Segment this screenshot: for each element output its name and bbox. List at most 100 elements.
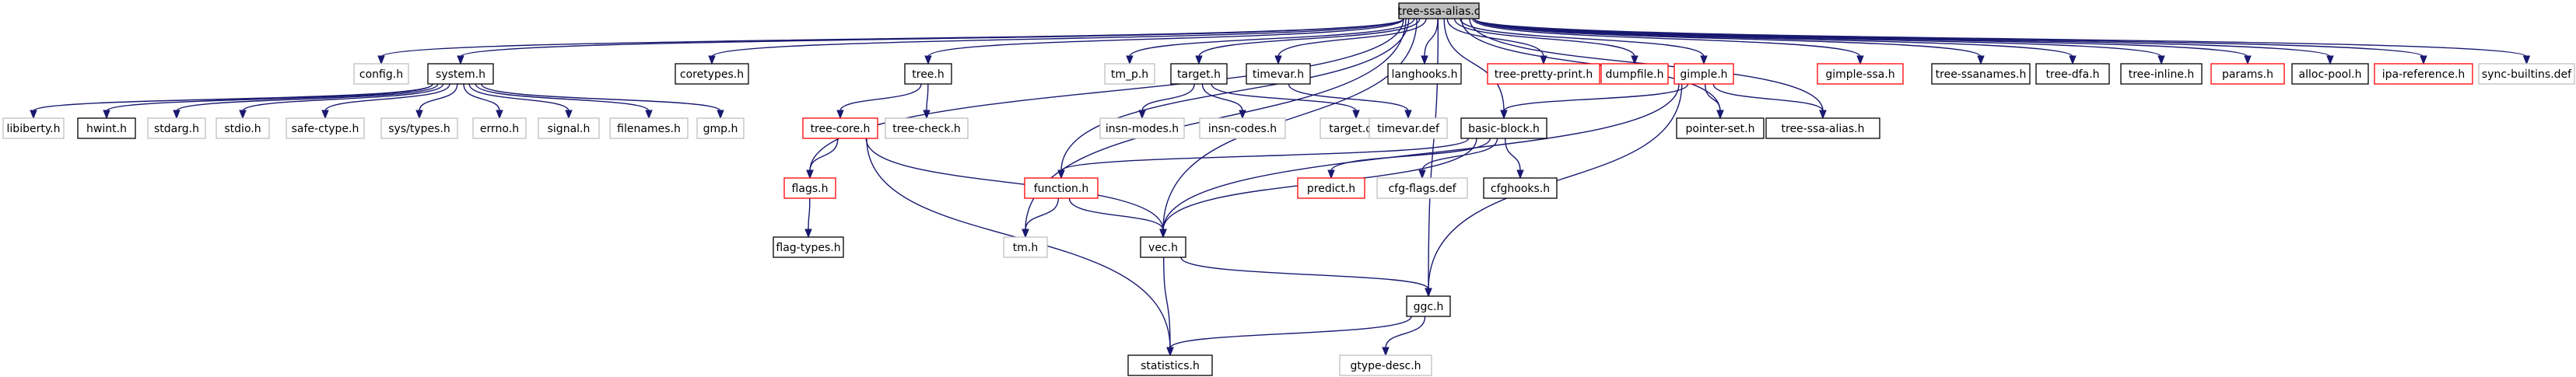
node-box-predict xyxy=(1297,177,1365,199)
node-label-ssaalias: tree-ssa-alias.h xyxy=(1782,123,1865,135)
node-flags[interactable]: flags.h xyxy=(783,177,836,199)
edge-arrowhead-timevarh-to-timevardef xyxy=(1404,110,1412,120)
node-prettyprint[interactable]: tree-pretty-print.h xyxy=(1487,63,1600,85)
node-box-gimple xyxy=(1674,63,1734,85)
node-allocpool[interactable]: alloc-pool.h xyxy=(2291,63,2369,85)
node-tree[interactable]: tree.h xyxy=(904,63,952,85)
node-syncbuiltins[interactable]: sync-builtins.def xyxy=(2478,63,2575,85)
node-signal[interactable]: signal.h xyxy=(538,117,600,139)
edge-flags-to-flagtypes xyxy=(808,197,811,231)
node-basicblock[interactable]: basic-block.h xyxy=(1460,117,1547,139)
node-label-treecheck: tree-check.h xyxy=(892,123,961,135)
node-label-stdio: stdio.h xyxy=(224,123,261,135)
node-vec[interactable]: vec.h xyxy=(1140,236,1186,258)
edge-target-to-insnmodes xyxy=(1141,83,1195,112)
node-box-cfghooks xyxy=(1483,177,1558,199)
edge-arrowhead-system-to-systypes xyxy=(415,110,423,120)
node-box-coretypes xyxy=(675,63,749,85)
edge-root-to-dfa xyxy=(1474,18,2073,58)
edge-root-to-prettyprint xyxy=(1446,18,1544,58)
edge-system-to-errno xyxy=(463,83,500,112)
node-hwint[interactable]: hwint.h xyxy=(77,117,136,139)
node-ssanames[interactable]: tree-ssanames.h xyxy=(1931,63,2031,85)
node-systypes[interactable]: sys/types.h xyxy=(380,117,458,139)
edge-basicblock-to-predict xyxy=(1330,138,1491,172)
node-params[interactable]: params.h xyxy=(2210,63,2285,85)
node-function[interactable]: function.h xyxy=(1024,177,1099,199)
node-config[interactable]: config.h xyxy=(353,63,409,85)
node-box-gtypedesc xyxy=(1339,354,1432,376)
node-box-systypes xyxy=(380,117,458,139)
node-box-errno xyxy=(472,117,527,139)
node-cfgflags[interactable]: cfg-flags.def xyxy=(1376,177,1468,199)
node-ssaalias[interactable]: tree-ssa-alias.h xyxy=(1765,117,1880,139)
node-label-system: system.h xyxy=(436,68,485,81)
node-box-tmp xyxy=(1104,63,1155,85)
node-target[interactable]: target.h xyxy=(1170,63,1228,85)
node-label-tmp: tm_p.h xyxy=(1111,68,1148,81)
node-pointerset[interactable]: pointer-set.h xyxy=(1676,117,1765,139)
node-flagtypes[interactable]: flag-types.h xyxy=(773,236,844,258)
edge-arrowhead-system-to-stdarg xyxy=(173,110,180,120)
edge-target-to-insncodes xyxy=(1201,83,1243,112)
node-treecheck[interactable]: tree-check.h xyxy=(885,117,969,139)
node-cfghooks[interactable]: cfghooks.h xyxy=(1483,177,1558,199)
edge-root-to-coretypes xyxy=(711,18,1404,58)
node-dfa[interactable]: tree-dfa.h xyxy=(2035,63,2110,85)
node-system[interactable]: system.h xyxy=(427,63,494,85)
edge-arrowhead-function-to-vec xyxy=(1159,229,1167,239)
edge-arrowhead-system-to-filenames xyxy=(645,110,653,120)
node-gtypedesc[interactable]: gtype-desc.h xyxy=(1339,354,1432,376)
node-ggc[interactable]: ggc.h xyxy=(1406,295,1451,317)
node-stdarg[interactable]: stdarg.h xyxy=(147,117,206,139)
node-label-ipareference: ipa-reference.h xyxy=(2382,68,2466,81)
node-coretypes[interactable]: coretypes.h xyxy=(675,63,749,85)
node-box-dumpfile xyxy=(1600,63,1669,85)
node-tm[interactable]: tm.h xyxy=(1003,236,1048,258)
node-gimplessa[interactable]: gimple-ssa.h xyxy=(1817,63,1904,85)
node-tmp[interactable]: tm_p.h xyxy=(1104,63,1155,85)
node-statistics[interactable]: statistics.h xyxy=(1127,354,1213,376)
edge-root-to-timevarh xyxy=(1277,18,1427,58)
node-insncodes[interactable]: insn-codes.h xyxy=(1199,117,1286,139)
node-insnmodes[interactable]: insn-modes.h xyxy=(1099,117,1185,139)
node-langhooks[interactable]: langhooks.h xyxy=(1387,63,1462,85)
edge-arrowhead-root-to-ipareference xyxy=(2420,55,2427,65)
node-predict[interactable]: predict.h xyxy=(1297,177,1365,199)
node-box-function xyxy=(1024,177,1099,199)
node-box-treecheck xyxy=(885,117,969,139)
node-inline[interactable]: tree-inline.h xyxy=(2120,63,2203,85)
node-timevardef[interactable]: timevar.def xyxy=(1369,117,1448,139)
node-timevarh[interactable]: timevar.h xyxy=(1246,63,1311,85)
node-root[interactable]: tree-ssa-alias.c xyxy=(1398,2,1481,19)
edge-arrowhead-root-to-tree xyxy=(924,55,932,65)
node-box-system xyxy=(427,63,494,85)
node-box-flagtypes xyxy=(773,236,844,258)
node-box-signal xyxy=(538,117,600,139)
node-errno[interactable]: errno.h xyxy=(472,117,527,139)
node-box-stdarg xyxy=(147,117,206,139)
edge-arrowhead-root-to-inline xyxy=(2157,55,2165,65)
node-box-langhooks xyxy=(1387,63,1462,85)
node-gmp[interactable]: gmp.h xyxy=(696,117,745,139)
edge-system-to-systypes xyxy=(419,83,458,112)
node-label-stdarg: stdarg.h xyxy=(154,123,199,135)
node-filenames[interactable]: filenames.h xyxy=(609,117,689,139)
node-box-tm xyxy=(1003,236,1048,258)
edge-arrowhead-system-to-safectype xyxy=(321,110,329,120)
edge-vec-to-statistics xyxy=(1163,257,1171,349)
node-stdio[interactable]: stdio.h xyxy=(216,117,270,139)
node-box-flags xyxy=(783,177,836,199)
edge-root-to-syncbuiltins xyxy=(1474,18,2528,58)
node-gimple[interactable]: gimple.h xyxy=(1674,63,1734,85)
node-ipareference[interactable]: ipa-reference.h xyxy=(2374,63,2473,85)
edge-arrowhead-root-to-allocpool xyxy=(2326,55,2334,65)
node-treecore[interactable]: tree-core.h xyxy=(802,117,878,139)
node-safectype[interactable]: safe-ctype.h xyxy=(286,117,365,139)
edge-arrowhead-ggc-to-gtypedesc xyxy=(1382,347,1390,357)
node-box-libiberty xyxy=(2,117,65,139)
edge-tree-to-treecore xyxy=(839,83,922,112)
node-dumpfile[interactable]: dumpfile.h xyxy=(1600,63,1669,85)
node-libiberty[interactable]: libiberty.h xyxy=(2,117,65,139)
